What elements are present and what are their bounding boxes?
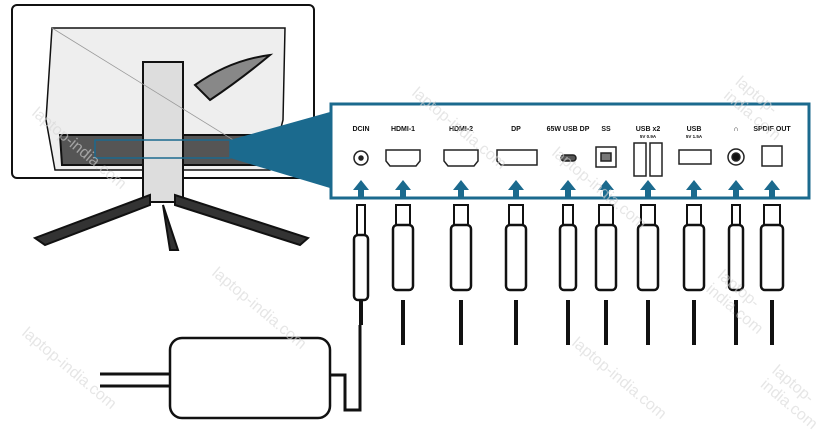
port-spec: 5V 0.9A <box>639 134 657 139</box>
arrow-usbcharge <box>686 180 702 198</box>
port-label-text: ∩ <box>733 126 739 133</box>
cable-hdmi2 <box>449 204 473 345</box>
cable-headphone <box>727 204 745 345</box>
cable-dp <box>504 204 528 345</box>
port-label-text: SPDIF OUT <box>753 126 791 133</box>
port-label-text: 65W USB DP <box>546 126 590 133</box>
cable-usbc <box>558 204 578 345</box>
port-label-hdmi1: HDMI-1 <box>378 126 428 134</box>
arrow-hdmi1 <box>395 180 411 198</box>
cables <box>352 180 785 345</box>
port-label-dp: DP <box>491 126 541 134</box>
port-label-text: USB x2 <box>635 126 661 133</box>
callout-wedge <box>230 112 330 188</box>
arrow-dcin <box>353 180 369 198</box>
ac-cord <box>100 372 170 388</box>
port-label-text: DP <box>511 126 521 133</box>
port-group <box>353 142 783 177</box>
arrow-usbb <box>598 180 614 198</box>
arrow-headphone <box>728 180 744 198</box>
port-label-text: SS <box>601 126 611 133</box>
cable-usbb <box>594 204 618 345</box>
port-label-dcin: DCIN <box>336 126 386 134</box>
port-label-headphone: ∩ <box>711 126 761 134</box>
port-label-usbb: SS <box>581 126 631 134</box>
cable-usbx2 <box>636 204 660 345</box>
port-label-hdmi2: HDMI-2 <box>436 126 486 134</box>
port-label-usbc: 65W USB DP <box>543 126 593 134</box>
port-label-text: HDMI-1 <box>390 126 416 133</box>
arrow-usbx2 <box>640 180 656 198</box>
arrow-dp <box>508 180 524 198</box>
port-label-text: USB <box>686 126 702 133</box>
port-spec: 5V 1.5A <box>685 134 703 139</box>
port-label-text: HDMI-2 <box>448 126 474 133</box>
port-label-text: DCIN <box>352 126 370 133</box>
cable-spdif <box>759 204 785 345</box>
arrow-hdmi2 <box>453 180 469 198</box>
cable-hdmi1 <box>391 204 415 345</box>
cable-usbcharge <box>682 204 706 345</box>
arrow-usbc <box>560 180 576 198</box>
cable-dcin <box>352 204 370 325</box>
power-adapter <box>168 336 332 420</box>
port-label-spdif: SPDIF OUT <box>747 126 797 134</box>
dc-cord <box>330 325 362 412</box>
arrow-spdif <box>764 180 780 198</box>
